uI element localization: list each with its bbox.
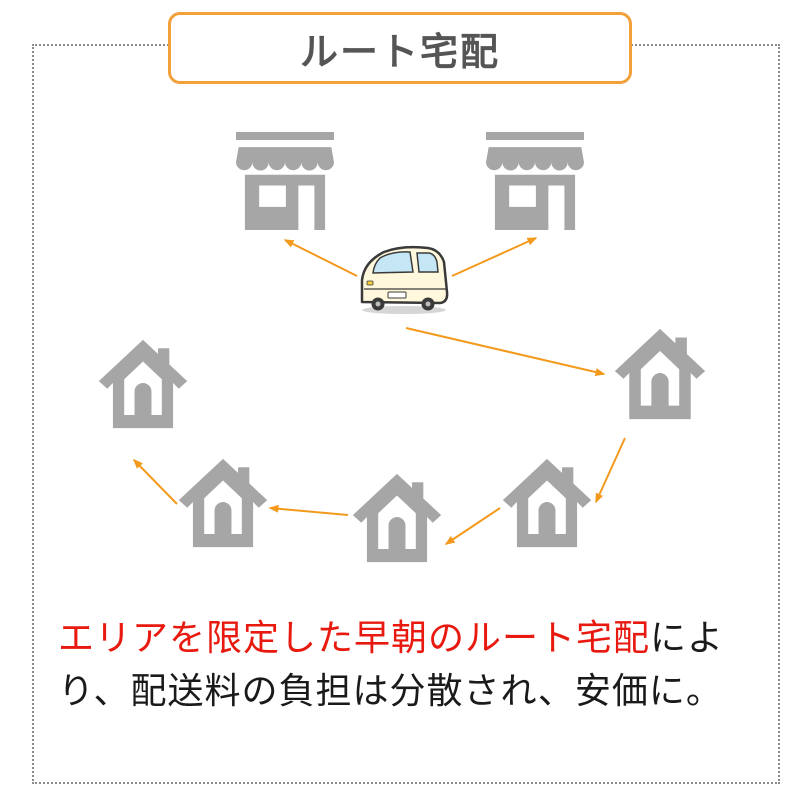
shop-icon xyxy=(486,132,584,230)
route-arrow xyxy=(132,458,178,505)
title-text: ルート宅配 xyxy=(299,29,500,74)
delivery-van-icon xyxy=(360,245,449,314)
house-icon xyxy=(352,473,442,563)
route-arrow xyxy=(451,237,538,277)
route-arrow xyxy=(595,437,626,504)
shop-icon xyxy=(236,132,334,230)
house-icon xyxy=(178,458,268,548)
route-arrow xyxy=(444,507,501,545)
house-icon xyxy=(614,328,706,420)
house-icon xyxy=(502,458,592,548)
caption-rest: により、配送料の負担は分散され、安価に。 xyxy=(58,618,725,712)
route-arrow xyxy=(283,239,358,277)
caption: エリアを限定した早朝のルート宅配により、配送料の負担は分散され、安価に。 xyxy=(58,612,770,718)
route-arrow xyxy=(405,327,606,376)
route-arrows xyxy=(132,237,626,545)
caption-highlight: エリアを限定した早朝のルート宅配 xyxy=(58,618,651,659)
house-icon xyxy=(98,339,188,429)
page-title: ルート宅配 xyxy=(168,12,632,84)
route-arrow xyxy=(268,504,349,516)
